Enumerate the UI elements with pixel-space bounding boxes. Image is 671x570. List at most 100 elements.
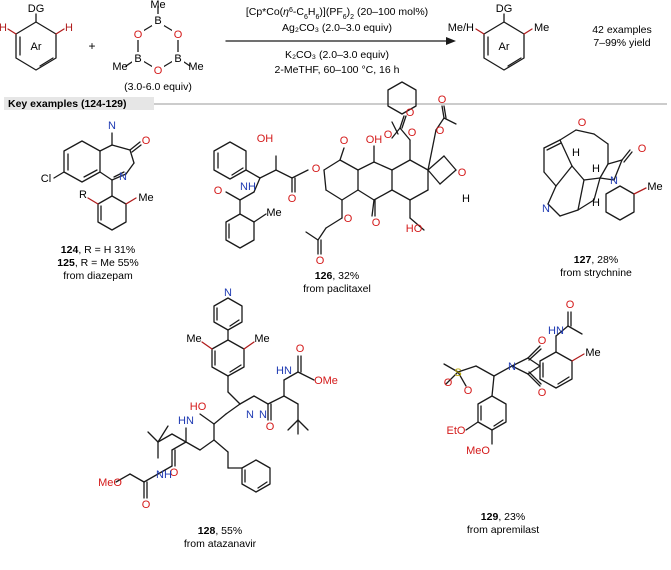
svg-text:O: O xyxy=(340,135,349,147)
source-diazepam: from diazepam xyxy=(63,270,133,282)
boroxine-b-right: B xyxy=(174,53,181,65)
svg-text:HO: HO xyxy=(190,401,207,413)
boroxine-me-top: Me xyxy=(150,0,165,11)
svg-text:OMe: OMe xyxy=(314,375,338,387)
structure-128: N Me Me N N O HN O OMe HO HN O NH O MeO … xyxy=(98,287,338,550)
substrate-h-right: H xyxy=(65,22,73,34)
svg-text:Cl: Cl xyxy=(41,173,51,185)
boroxine-o-bottom: O xyxy=(154,65,163,77)
svg-text:N: N xyxy=(508,361,516,373)
svg-text:O: O xyxy=(142,499,151,511)
svg-text:EtO: EtO xyxy=(447,425,466,437)
svg-text:Me: Me xyxy=(585,347,600,359)
svg-text:O: O xyxy=(444,377,453,389)
svg-text:N: N xyxy=(542,203,550,215)
svg-text:O: O xyxy=(142,135,151,147)
yield-range: 7–99% yield xyxy=(593,37,650,49)
source-strychnine: from strychnine xyxy=(560,267,632,279)
boroxine-o-right: O xyxy=(174,29,183,41)
svg-text:H: H xyxy=(462,193,470,205)
product-dg-label: DG xyxy=(496,3,513,15)
svg-text:H: H xyxy=(592,197,600,209)
svg-text:H: H xyxy=(592,163,600,175)
examples-count: 42 examples xyxy=(592,24,652,36)
source-apremilast: from apremilast xyxy=(467,524,539,536)
svg-text:Me: Me xyxy=(138,192,153,204)
svg-text:HN: HN xyxy=(276,365,292,377)
svg-text:Me: Me xyxy=(254,333,269,345)
boroxine-b-left: B xyxy=(134,53,141,65)
svg-text:O: O xyxy=(312,163,321,175)
structure-124: N O N Cl R Me 124, R = H 31% 125, R = Me… xyxy=(41,120,154,282)
svg-text:O: O xyxy=(316,255,325,267)
svg-text:HN: HN xyxy=(178,415,194,427)
caption-127: 127, 28% xyxy=(574,254,618,266)
svg-text:Me: Me xyxy=(266,207,281,219)
svg-text:HN: HN xyxy=(548,325,564,337)
svg-text:O: O xyxy=(288,193,297,205)
boroxine-me-right: Me xyxy=(188,61,203,73)
svg-text:O: O xyxy=(438,94,447,106)
caption-125: 125, R = Me 55% xyxy=(57,257,138,269)
source-paclitaxel: from paclitaxel xyxy=(303,283,371,295)
svg-text:O: O xyxy=(538,387,547,399)
product: DG Me/H Me Ar xyxy=(448,3,549,71)
svg-text:MeO: MeO xyxy=(466,445,490,457)
svg-text:S: S xyxy=(454,367,461,379)
boroxine-me-left: Me xyxy=(112,61,127,73)
boroxine-b-top: B xyxy=(154,15,161,27)
structure-126: OH O O NH O Me O OH O O O O O O H O O HO… xyxy=(213,81,470,295)
structure-129: S O O N O O HN O Me EtO MeO 129, 23% fro… xyxy=(443,299,601,536)
conditions-base: K₂CO₃ (2.0–3.0 equiv) xyxy=(285,49,389,61)
caption-126: 126, 32% xyxy=(315,270,359,282)
svg-text:O: O xyxy=(344,213,353,225)
svg-text:Me: Me xyxy=(186,333,201,345)
svg-text:O: O xyxy=(384,129,393,141)
boroxine-equiv: (3.0-6.0 equiv) xyxy=(124,81,192,93)
svg-text:O: O xyxy=(464,385,473,397)
svg-text:OH: OH xyxy=(257,133,274,145)
boroxine: Me B B B O O O Me Me (3.0-6.0 equiv) xyxy=(112,0,203,93)
svg-text:N: N xyxy=(259,409,267,421)
reaction-arrow-head xyxy=(446,37,456,45)
source-atazanavir: from atazanavir xyxy=(184,538,257,550)
plus-sign: + xyxy=(88,39,95,53)
svg-text:N: N xyxy=(610,175,618,187)
substrate: DG H H Ar xyxy=(0,3,73,71)
svg-text:OH: OH xyxy=(366,134,383,146)
svg-text:O: O xyxy=(578,117,587,129)
svg-text:O: O xyxy=(266,421,275,433)
caption-128: 128, 55% xyxy=(198,525,242,537)
conditions-catalyst: [Cp*Co(η6-C6H6)](PF6)2 (20–100 mol%) xyxy=(246,6,428,21)
svg-text:MeO: MeO xyxy=(98,477,122,489)
substrate-h-left: H xyxy=(0,22,7,34)
svg-text:N: N xyxy=(246,409,254,421)
product-right-sub: Me xyxy=(534,22,549,34)
svg-text:NH: NH xyxy=(240,181,256,193)
caption-129: 129, 23% xyxy=(481,511,525,523)
svg-text:N: N xyxy=(119,171,127,183)
product-left-sub: Me/H xyxy=(448,22,474,34)
boroxine-o-left: O xyxy=(134,29,143,41)
key-examples-banner: Key examples (124-129) xyxy=(4,97,667,110)
svg-text:Me: Me xyxy=(647,181,662,193)
svg-text:O: O xyxy=(406,107,415,119)
svg-text:N: N xyxy=(224,287,232,299)
svg-text:O: O xyxy=(638,143,647,155)
svg-text:O: O xyxy=(538,335,547,347)
substrate-ar-label: Ar xyxy=(31,41,42,53)
svg-text:O: O xyxy=(372,217,381,229)
banner-label: Key examples (124-129) xyxy=(8,98,127,110)
product-ar-label: Ar xyxy=(499,41,510,53)
svg-text:N: N xyxy=(108,120,116,132)
substrate-dg-label: DG xyxy=(28,3,45,15)
conditions-oxidant: Ag₂CO₃ (2.0–3.0 equiv) xyxy=(282,22,392,34)
conditions-solvent: 2-MeTHF, 60–100 °C, 16 h xyxy=(274,64,399,76)
svg-text:O: O xyxy=(458,167,467,179)
svg-text:HO: HO xyxy=(406,223,423,235)
svg-text:O: O xyxy=(170,467,179,479)
svg-text:O: O xyxy=(436,125,445,137)
structure-127: O O H H H N N Me 127, 28% from strychnin… xyxy=(542,117,663,279)
svg-text:O: O xyxy=(214,185,223,197)
